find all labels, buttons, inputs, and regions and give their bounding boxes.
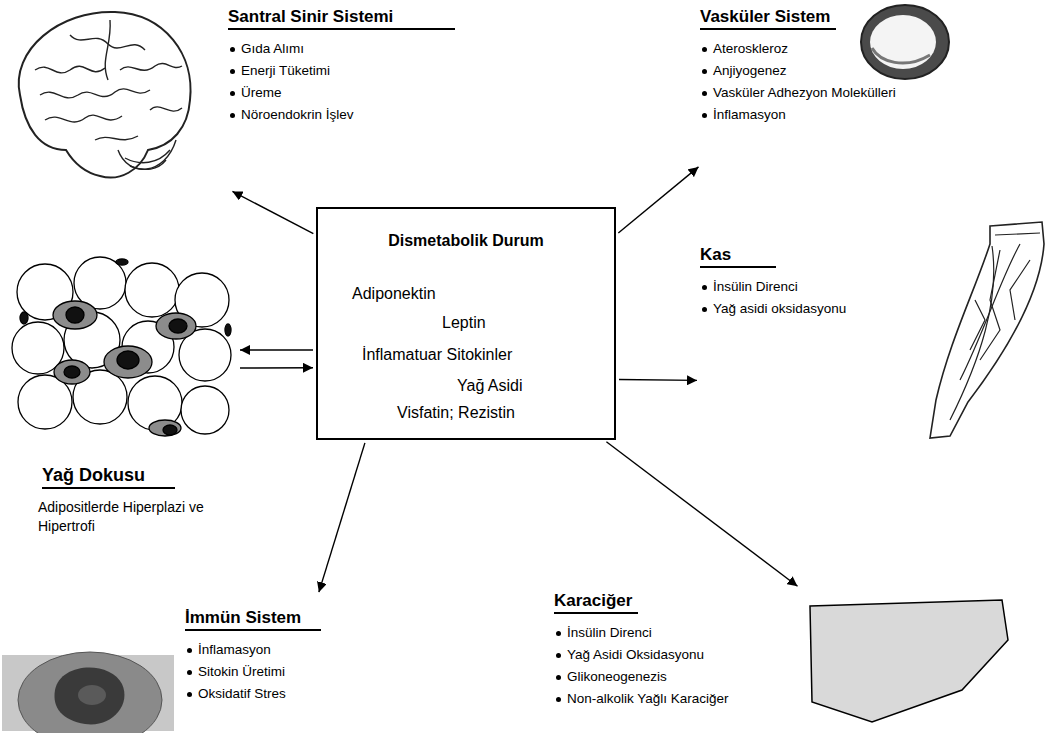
muscle-drawing bbox=[930, 222, 1044, 438]
section-heading: Karaciğer bbox=[554, 590, 638, 614]
immune-cell-photo bbox=[2, 652, 174, 733]
bullet-item: İnsülin Direnci bbox=[554, 622, 729, 644]
organ-group: Yağ DokusuAdipositlerde Hiperplazi ve Hi… bbox=[12, 258, 237, 540]
bullet-item: Ateroskleroz bbox=[700, 38, 896, 60]
flow-arrow bbox=[240, 349, 313, 351]
bullet-item: Glikoneogenezis bbox=[554, 666, 729, 688]
organ-group: Vasküler SistemAterosklerozAnjiyogenezVa… bbox=[640, 0, 960, 165]
organ-group: Karaciğerİnsülin DirenciYağ Asidi Oksida… bbox=[540, 588, 1010, 730]
vessel-section bbox=[861, 5, 949, 79]
liver-drawing bbox=[810, 600, 1008, 722]
process-box: Dismetabolik DurumAdiponektinLeptinİnfla… bbox=[316, 207, 616, 440]
brain-drawing bbox=[19, 12, 191, 178]
flow-arrow bbox=[618, 167, 698, 233]
bullet-item: Üreme bbox=[228, 82, 455, 104]
bullet-item: Yağ asidi oksidasyonu bbox=[700, 298, 846, 320]
factor-item: Yağ Asidi bbox=[457, 376, 523, 396]
section-heading: İmmün Sistem bbox=[185, 607, 321, 631]
flow-arrow bbox=[319, 443, 365, 592]
factor-item: Visfatin; Rezistin bbox=[397, 403, 515, 423]
section-heading: Vasküler Sistem bbox=[700, 6, 836, 30]
factor-item: Adiponektin bbox=[352, 284, 436, 304]
bullet-item: Nöroendokrin İşlev bbox=[228, 104, 455, 126]
box-title: Dismetabolik Durum bbox=[318, 231, 614, 251]
bullet-item: İnflamasyon bbox=[700, 104, 896, 126]
flow-arrow bbox=[240, 367, 313, 369]
flow-arrow bbox=[619, 379, 697, 381]
section-heading: Yağ Dokusu bbox=[42, 463, 175, 489]
bullet-item: Non-alkolik Yağlı Karaciğer bbox=[554, 688, 729, 710]
factor-item: Leptin bbox=[442, 313, 486, 333]
text-column: Karaciğerİnsülin DirenciYağ Asidi Oksida… bbox=[554, 590, 729, 710]
section-heading: Santral Sinir Sistemi bbox=[228, 6, 455, 30]
bullet-item: Yağ Asidi Oksidasyonu bbox=[554, 644, 729, 666]
bullet-item: Oksidatif Stres bbox=[185, 683, 321, 705]
flow-arrow bbox=[232, 191, 313, 233]
text-column: Vasküler SistemAterosklerozAnjiyogenezVa… bbox=[700, 6, 896, 126]
flow-arrow bbox=[606, 442, 797, 586]
bullet-item: Anjiyogenez bbox=[700, 60, 896, 82]
text-column: Kasİnsülin DirenciYağ asidi oksidasyonu bbox=[700, 244, 846, 320]
bullet-item: Sitokin Üretimi bbox=[185, 661, 321, 683]
adipocyte-cluster bbox=[12, 257, 231, 436]
description-text: Adipositlerde Hiperplazi ve Hipertrofi bbox=[38, 498, 213, 536]
organ-group: İmmün SistemİnflamasyonSitokin ÜretimiOk… bbox=[0, 595, 400, 733]
bullet-item: Enerji Tüketimi bbox=[228, 60, 455, 82]
text-column: İmmün SistemİnflamasyonSitokin ÜretimiOk… bbox=[185, 607, 321, 705]
bullet-item: İnsülin Direnci bbox=[700, 276, 846, 298]
organ-group: Kasİnsülin DirenciYağ asidi oksidasyonu bbox=[700, 240, 1045, 445]
factor-item: İnflamatuar Sitokinler bbox=[362, 345, 512, 365]
bullet-item: Vasküler Adhezyon Molekülleri bbox=[700, 82, 896, 104]
section-heading: Kas bbox=[700, 244, 776, 268]
text-column: Santral Sinir SistemiGıda AlımıEnerji Tü… bbox=[228, 6, 455, 126]
bullet-item: İnflamasyon bbox=[185, 639, 321, 661]
organ-group: Santral Sinir SistemiGıda AlımıEnerji Tü… bbox=[0, 0, 505, 190]
bullet-item: Gıda Alımı bbox=[228, 38, 455, 60]
